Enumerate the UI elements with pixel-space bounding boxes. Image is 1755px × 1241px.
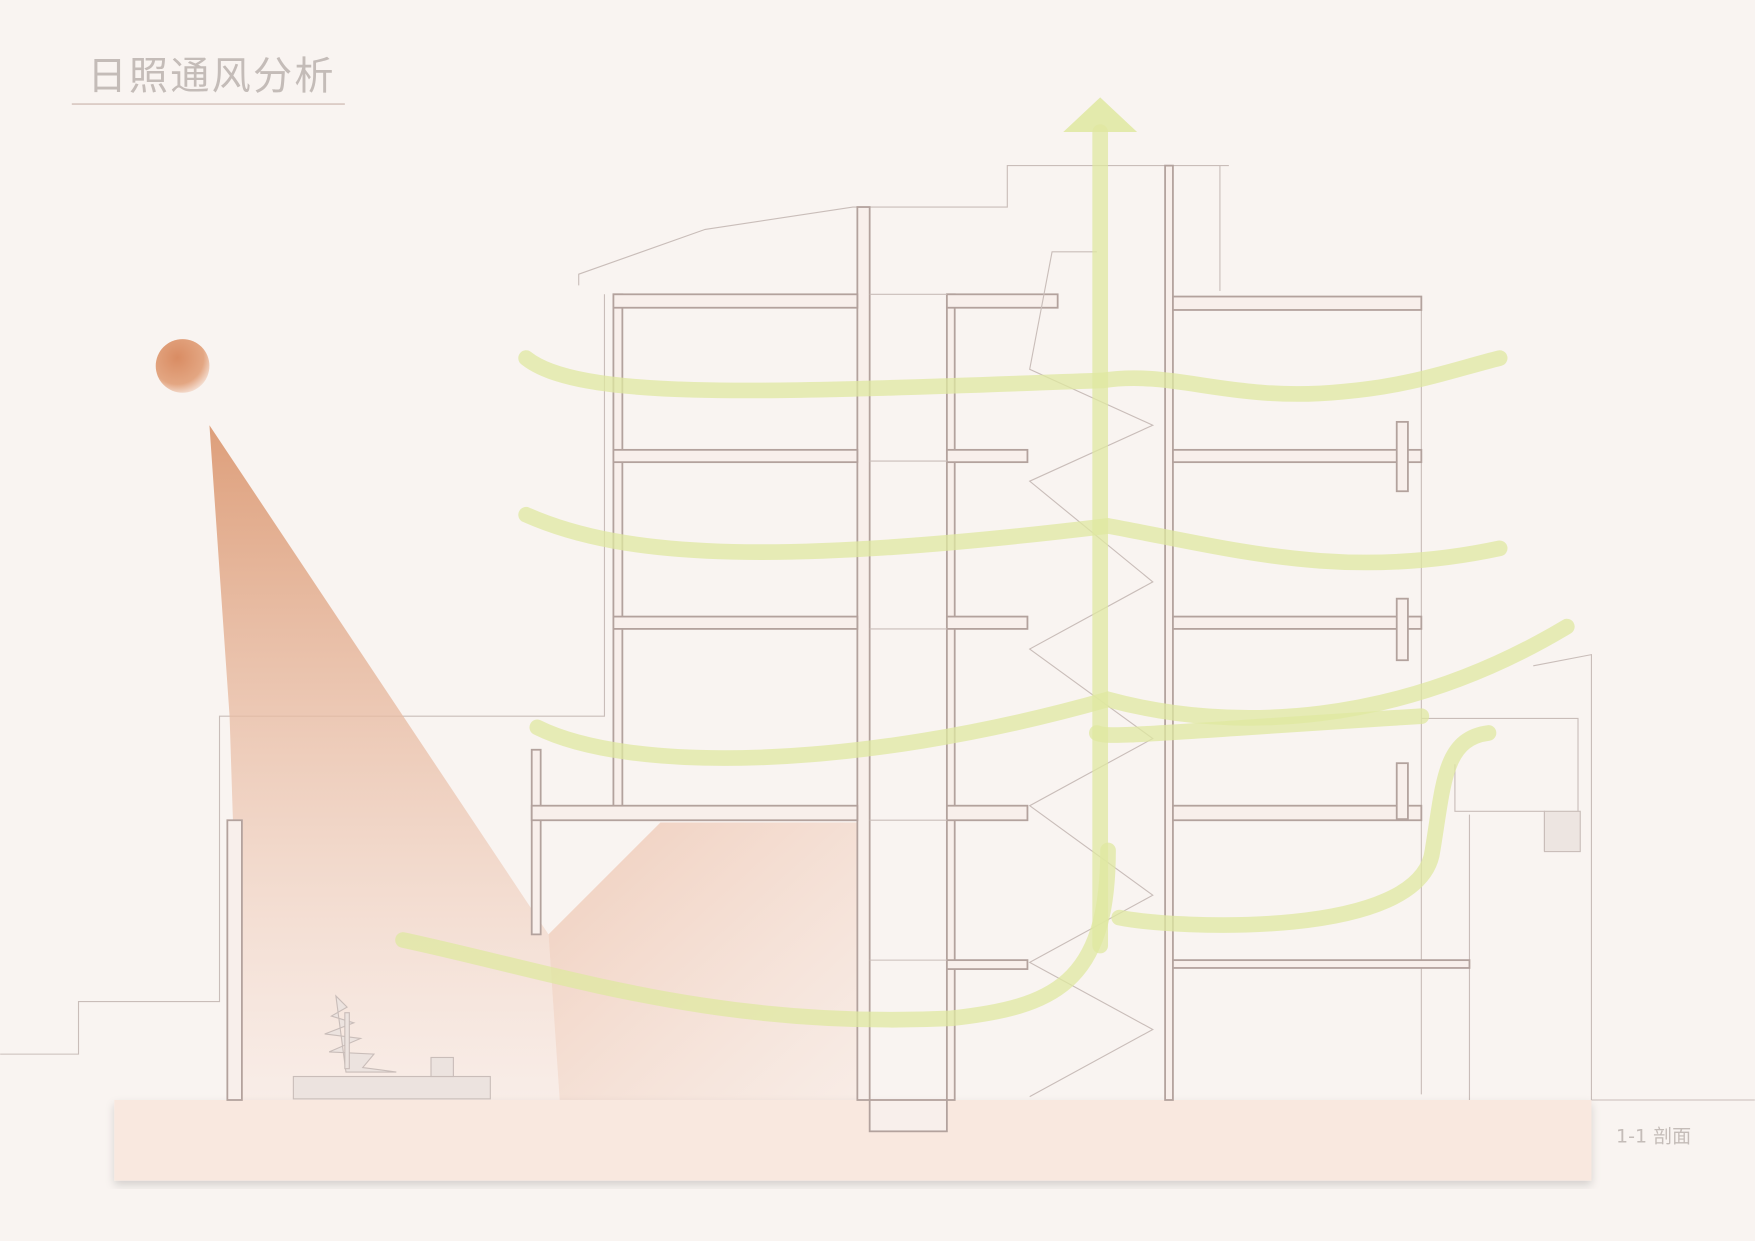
tree-icon <box>292 994 491 1100</box>
building-structure <box>226 164 1471 1133</box>
ground-slab <box>114 1100 1592 1181</box>
airflow-arrow-icon <box>1063 97 1138 133</box>
diagram-title: 日照通风分析 <box>87 55 335 100</box>
section-label: 1-1 剖面 <box>1616 1126 1691 1148</box>
sun-icon <box>155 339 210 393</box>
airflow-paths <box>395 97 1575 1028</box>
sunlight-cone <box>209 425 560 1101</box>
reflected-light <box>548 822 858 1101</box>
